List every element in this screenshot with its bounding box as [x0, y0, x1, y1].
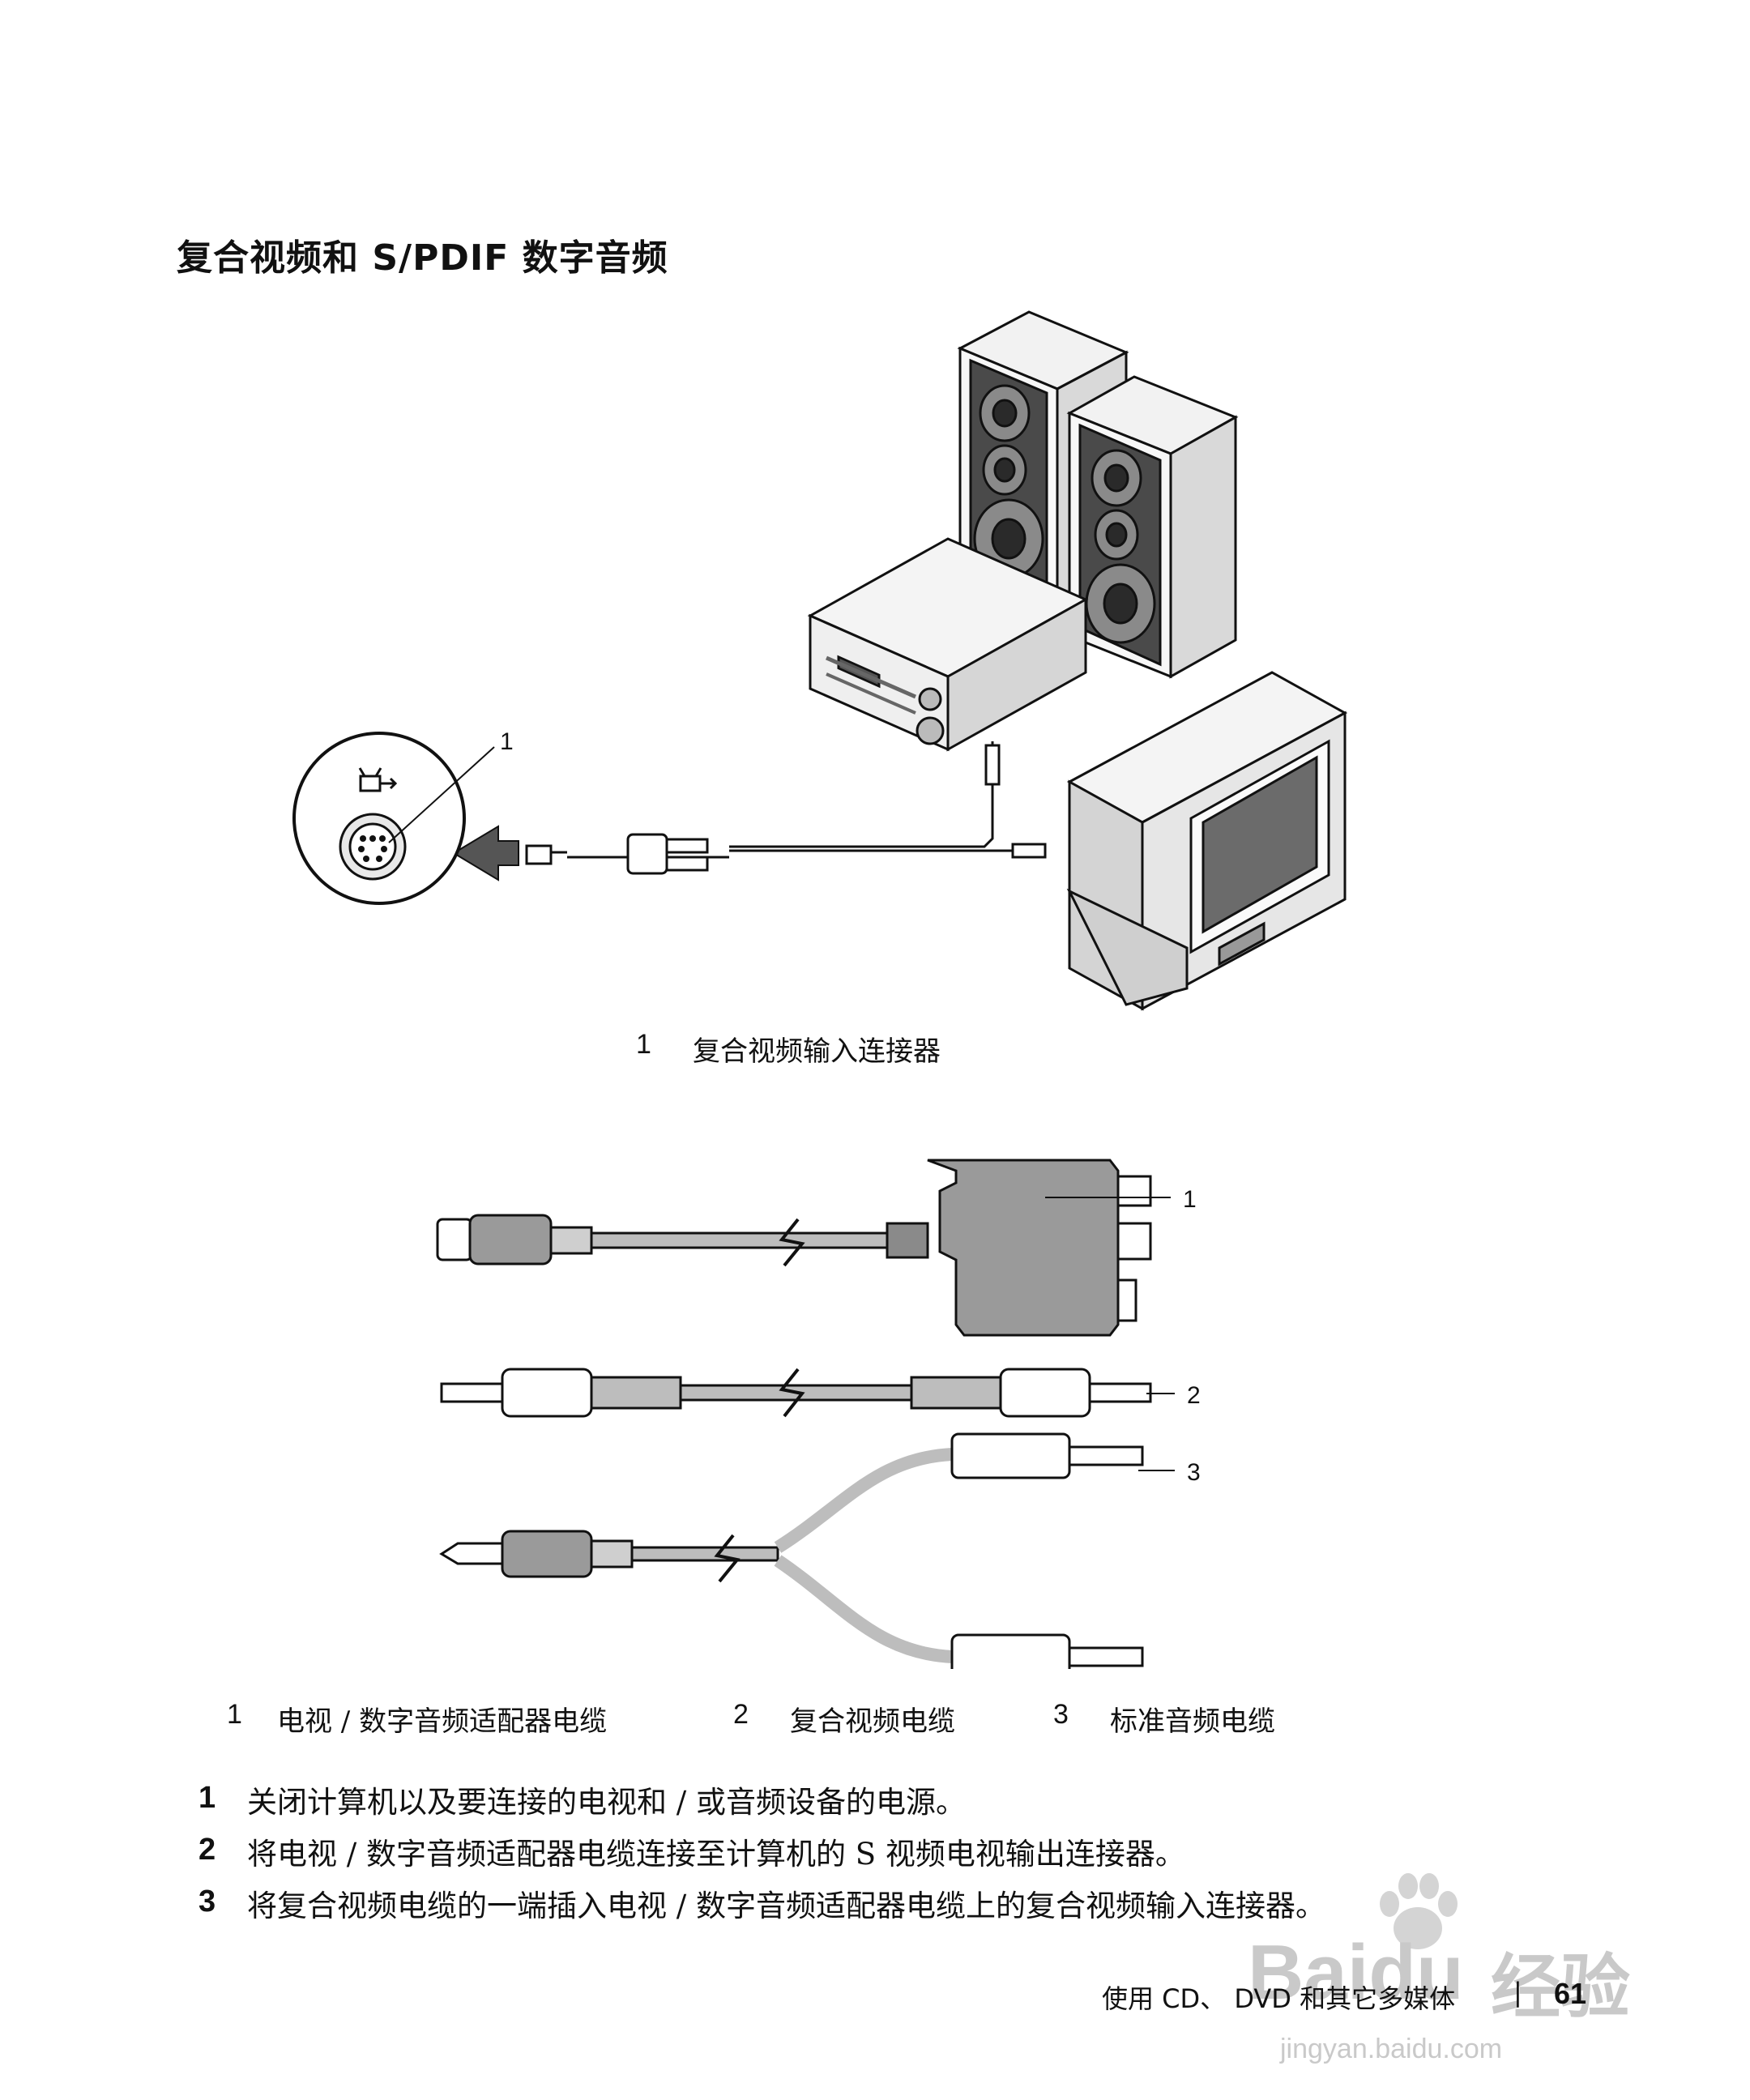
legend-number-2: 2: [733, 1699, 749, 1730]
step-text-2: 将电视 / 数字音频适配器电缆连接至计算机的 S 视频电视输出连接器。: [247, 1837, 1185, 1872]
legend-text-2: 复合视频电缆: [790, 1705, 955, 1738]
callout-leader-1: [388, 746, 495, 843]
legend-text-3: 标准音频电缆: [1110, 1705, 1275, 1738]
baidu-watermark: Baidu 经验 jingyan.baidu.com: [1248, 1863, 1669, 2090]
footer-page-number: 61: [1554, 1977, 1587, 2010]
section-title: 复合视频和 S/PDIF 数字音频: [177, 237, 668, 279]
audio-plug-receiver: [984, 744, 1001, 786]
watermark-brand: Baidu: [1248, 1929, 1464, 2016]
figure1-caption-text: 复合视频输入连接器: [693, 1035, 941, 1068]
cable-diagram: 1 2 3: [436, 1159, 1201, 1669]
s-video-plug: [525, 844, 553, 865]
figure1-callout-1: 1: [500, 728, 514, 755]
adapter-block: [626, 833, 668, 875]
tv-out-icon: [358, 767, 398, 792]
speaker-right: [1066, 375, 1239, 679]
step-number-3: 3: [198, 1884, 216, 1919]
step-text-1: 关闭计算机以及要连接的电视和 / 或音频设备的电源。: [247, 1785, 966, 1820]
figure2-callout-3: 3: [1187, 1459, 1201, 1486]
legend-number-1: 1: [227, 1699, 242, 1730]
insert-arrow: [452, 825, 519, 881]
figure1-caption-number: 1: [636, 1029, 651, 1060]
step-number-1: 1: [198, 1781, 216, 1815]
step-number-2: 2: [198, 1833, 216, 1867]
step-text-3: 将复合视频电缆的一端插入电视 / 数字音频适配器电缆上的复合视频输入连接器。: [247, 1889, 1325, 1923]
television: [1066, 671, 1348, 1011]
audio-y-cable: [439, 1432, 1144, 1669]
audio-plug-tv: [1011, 843, 1047, 859]
legend-number-3: 3: [1053, 1699, 1069, 1730]
connection-diagram: 1: [292, 310, 1348, 1011]
watermark-url: jingyan.baidu.com: [1280, 2034, 1503, 2064]
s-video-out-port: [292, 732, 466, 905]
legend-text-1: 电视 / 数字音频适配器电缆: [277, 1705, 608, 1738]
audio-receiver: [807, 537, 1089, 752]
composite-video-cable: [440, 1368, 1152, 1418]
footer-chapter: 使用 CD、 DVD 和其它多媒体: [1102, 1983, 1456, 2014]
figure2-callout-1: 1: [1183, 1186, 1197, 1213]
watermark-cn: 经验: [1491, 1947, 1630, 2028]
tv-adapter-cable: [436, 1159, 1152, 1337]
paw-icon: [1380, 1873, 1458, 1949]
footer-separator: |: [1513, 1977, 1522, 2008]
figure2-callout-2: 2: [1187, 1382, 1201, 1409]
